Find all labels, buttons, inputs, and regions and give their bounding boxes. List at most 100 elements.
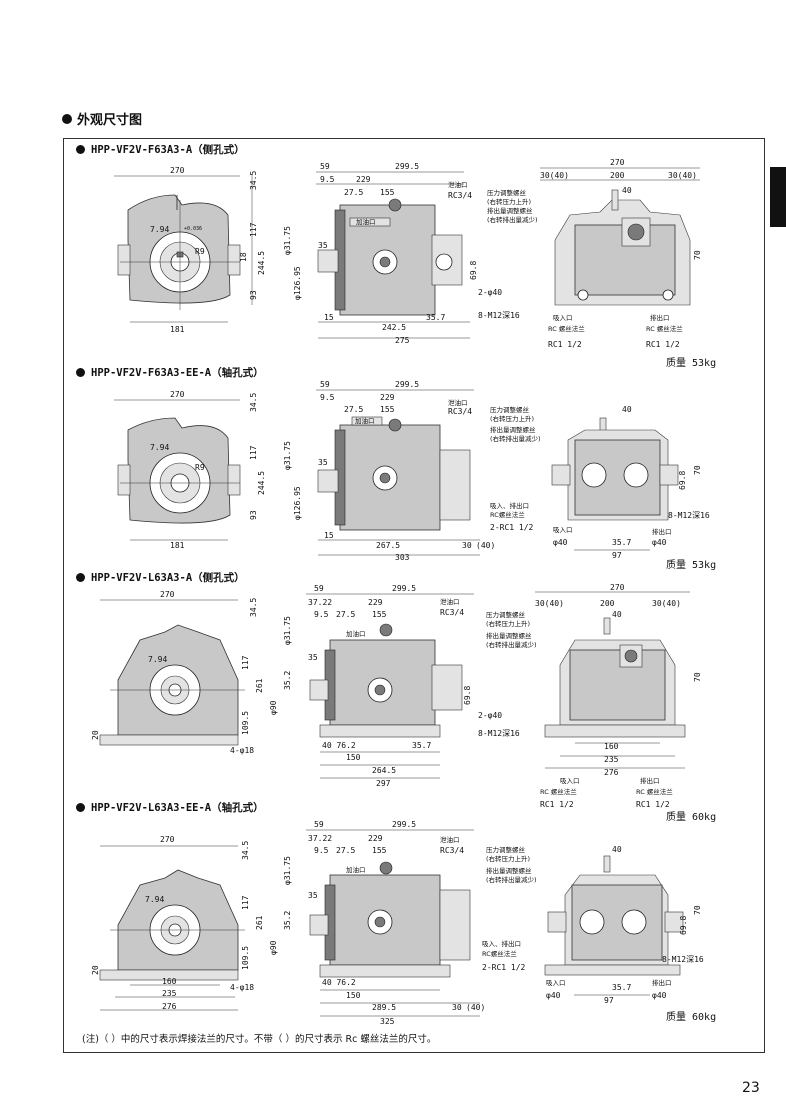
svg-text:235: 235 bbox=[604, 755, 619, 764]
svg-text:34.5: 34.5 bbox=[249, 598, 258, 617]
svg-text:φ31.75: φ31.75 bbox=[283, 226, 292, 255]
svg-text:235: 235 bbox=[162, 989, 177, 998]
svg-text:RC3/4: RC3/4 bbox=[440, 608, 464, 617]
mass-label-3: 质量 60kg bbox=[666, 812, 717, 823]
svg-text:φ40: φ40 bbox=[652, 991, 667, 1000]
svg-text:30: 30 bbox=[462, 541, 472, 550]
svg-text:181: 181 bbox=[170, 325, 185, 334]
svg-text:276: 276 bbox=[162, 1002, 177, 1011]
svg-text:299.5: 299.5 bbox=[392, 584, 416, 593]
svg-text:40: 40 bbox=[622, 405, 632, 414]
svg-text:244.5: 244.5 bbox=[257, 251, 266, 275]
svg-text:R9: R9 bbox=[195, 247, 205, 256]
svg-text:40: 40 bbox=[612, 610, 622, 619]
svg-text:RC1 1/2: RC1 1/2 bbox=[636, 800, 670, 809]
svg-text:压力调整螺丝: 压力调整螺丝 bbox=[486, 610, 526, 619]
svg-text:(右转压力上升): (右转压力上升) bbox=[487, 197, 531, 206]
svg-text:R9: R9 bbox=[195, 463, 205, 472]
svg-text:117: 117 bbox=[249, 445, 258, 460]
svg-text:4-φ18: 4-φ18 bbox=[230, 746, 254, 755]
svg-text:RC3/4: RC3/4 bbox=[440, 846, 464, 855]
svg-text:排出口: 排出口 bbox=[652, 527, 672, 536]
svg-text:18: 18 bbox=[239, 252, 248, 262]
svg-text:RC螺丝法兰: RC螺丝法兰 bbox=[482, 949, 517, 958]
svg-text:8-M12深16: 8-M12深16 bbox=[662, 955, 704, 964]
svg-text:242.5: 242.5 bbox=[382, 323, 406, 332]
svg-text:加油口: 加油口 bbox=[355, 416, 375, 425]
svg-text:7.94: 7.94 bbox=[145, 895, 164, 904]
bullet-icon bbox=[76, 368, 85, 377]
svg-text:69.8: 69.8 bbox=[679, 916, 688, 935]
svg-text:(40): (40) bbox=[466, 1003, 485, 1012]
svg-text:181: 181 bbox=[170, 541, 185, 550]
svg-text:7.94: 7.94 bbox=[150, 443, 169, 452]
svg-text:267.5: 267.5 bbox=[376, 541, 400, 550]
svg-text:RC 螺丝法兰: RC 螺丝法兰 bbox=[646, 324, 683, 333]
mass-label-1: 质量 53kg bbox=[666, 358, 717, 369]
svg-text:8-M12深16: 8-M12深16 bbox=[668, 511, 710, 520]
svg-text:34.5: 34.5 bbox=[249, 393, 258, 412]
svg-text:155: 155 bbox=[380, 188, 395, 197]
svg-text:229: 229 bbox=[356, 175, 371, 184]
svg-text:35: 35 bbox=[308, 891, 318, 900]
svg-text:压力调整螺丝: 压力调整螺丝 bbox=[486, 845, 526, 854]
svg-text:加油口: 加油口 bbox=[346, 629, 366, 638]
svg-text:φ40: φ40 bbox=[652, 538, 667, 547]
svg-text:117: 117 bbox=[241, 655, 250, 670]
svg-text:RC1 1/2: RC1 1/2 bbox=[540, 800, 574, 809]
svg-text:吸入、排出口: 吸入、排出口 bbox=[490, 501, 529, 510]
svg-text:40: 40 bbox=[622, 186, 632, 195]
svg-text:200: 200 bbox=[610, 171, 625, 180]
svg-text:φ126.95: φ126.95 bbox=[293, 266, 302, 300]
svg-text:27.5: 27.5 bbox=[344, 188, 363, 197]
svg-text:吸入口: 吸入口 bbox=[553, 314, 573, 322]
svg-text:RC1 1/2: RC1 1/2 bbox=[646, 340, 680, 349]
svg-text:27.5: 27.5 bbox=[336, 610, 355, 619]
svg-text:20: 20 bbox=[91, 965, 100, 975]
svg-text:93: 93 bbox=[249, 510, 258, 520]
svg-text:(右转排出量减少): (右转排出量减少) bbox=[486, 875, 537, 884]
bullet-icon bbox=[62, 113, 72, 124]
svg-text:RC 螺丝法兰: RC 螺丝法兰 bbox=[548, 324, 585, 333]
svg-text:155: 155 bbox=[372, 610, 387, 619]
svg-text:泄油口: 泄油口 bbox=[440, 835, 460, 844]
svg-text:261: 261 bbox=[255, 678, 264, 693]
mass-label-4: 质量 60kg bbox=[666, 1012, 717, 1023]
svg-text:RC3/4: RC3/4 bbox=[448, 191, 472, 200]
svg-text:59: 59 bbox=[320, 162, 330, 171]
svg-text:264.5: 264.5 bbox=[372, 766, 396, 775]
svg-text:35: 35 bbox=[318, 241, 328, 250]
svg-text:(右转压力上升): (右转压力上升) bbox=[486, 619, 530, 628]
svg-text:30(40): 30(40) bbox=[652, 599, 681, 608]
svg-text:φ90: φ90 bbox=[269, 700, 278, 715]
svg-text:117: 117 bbox=[249, 222, 258, 237]
svg-text:37.22: 37.22 bbox=[308, 834, 332, 843]
svg-text:30: 30 bbox=[452, 1003, 462, 1012]
svg-text:压力调整螺丝: 压力调整螺丝 bbox=[487, 188, 527, 197]
svg-text:160: 160 bbox=[162, 977, 177, 986]
svg-text:35.7: 35.7 bbox=[426, 313, 445, 322]
chapter-tab-marker bbox=[770, 167, 786, 227]
section1-right-view: 270 30(40) 200 30(40) 40 70 吸入口 RC 螺丝法兰 … bbox=[540, 158, 702, 349]
page-heading-text: 外观尺寸图 bbox=[77, 113, 143, 128]
section3-side-view: 59 299.5 37.22 229 9.5 27.5 155 加油口 泄油口 … bbox=[283, 584, 537, 788]
section1-side-view: 59 299.5 9.5 229 27.5 155 加油口 泄油口 RC3/4 … bbox=[283, 162, 538, 345]
svg-text:2-φ40: 2-φ40 bbox=[478, 711, 502, 720]
svg-text:297: 297 bbox=[376, 779, 391, 788]
svg-text:34.5: 34.5 bbox=[249, 171, 258, 190]
section2-right-view: 40 70 69.8 8-M12深16 吸入口 φ40 35.7 排出口 φ40… bbox=[551, 405, 710, 560]
svg-text:27.5: 27.5 bbox=[344, 405, 363, 414]
svg-text:270: 270 bbox=[160, 590, 175, 599]
svg-text:299.5: 299.5 bbox=[395, 380, 419, 389]
svg-text:270: 270 bbox=[610, 158, 625, 167]
svg-text:27.5: 27.5 bbox=[336, 846, 355, 855]
svg-text:吸入口: 吸入口 bbox=[553, 526, 573, 534]
svg-text:排出口: 排出口 bbox=[640, 776, 660, 785]
svg-text:35.7: 35.7 bbox=[412, 741, 431, 750]
svg-text:泄油口: 泄油口 bbox=[448, 180, 468, 189]
svg-text:93: 93 bbox=[249, 290, 258, 300]
svg-text:2-RC1 1/2: 2-RC1 1/2 bbox=[482, 963, 526, 972]
svg-text:229: 229 bbox=[368, 598, 383, 607]
svg-text:吸入、排出口: 吸入、排出口 bbox=[482, 939, 521, 948]
